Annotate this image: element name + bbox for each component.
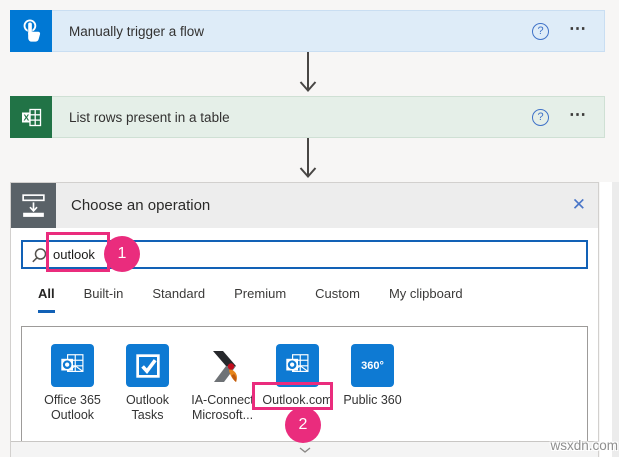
panel-title: Choose an operation (71, 197, 211, 214)
tab-standard[interactable]: Standard (152, 286, 206, 301)
ellipsis-menu-icon[interactable]: ⋯ (569, 19, 588, 38)
search-icon (32, 248, 47, 263)
help-icon[interactable]: ? (532, 23, 549, 40)
tab-custom[interactable]: Custom (315, 286, 360, 301)
tab-built-in[interactable]: Built-in (83, 286, 124, 301)
scrollbar-track[interactable] (612, 182, 619, 457)
watermark: wsxdn.com (550, 438, 618, 453)
tab-premium[interactable]: Premium (234, 286, 287, 301)
annotation-step-1: 1 (104, 236, 140, 272)
help-icon[interactable]: ? (532, 109, 549, 126)
annotation-step-2: 2 (285, 407, 321, 443)
chevron-down-icon (299, 446, 310, 453)
expand-results-bar[interactable] (11, 441, 598, 457)
panel-header (11, 183, 598, 228)
search-input[interactable] (53, 243, 573, 266)
outlook-icon (276, 344, 319, 387)
connector-label: IA-Connect Microsoft... (191, 393, 254, 422)
tab-all[interactable]: All (38, 286, 55, 313)
connector-public-360[interactable]: 360° Public 360 (335, 344, 410, 441)
annotation-box-outlook-com (252, 382, 333, 410)
connector-label: Public 360 (343, 393, 402, 407)
outlook-icon (51, 344, 94, 387)
touch-icon (10, 10, 52, 52)
connector-arrow-down (299, 52, 317, 93)
flow-step-list-rows[interactable]: X List rows present in a table ? ⋯ (10, 96, 605, 138)
tab-my-clipboard[interactable]: My clipboard (388, 286, 463, 301)
connector-category-tabs: All Built-in Standard Premium Custom My … (38, 286, 463, 313)
annotation-box-search-term (46, 232, 110, 272)
ellipsis-menu-icon[interactable]: ⋯ (569, 105, 588, 124)
connector-label: Outlook Tasks (125, 393, 170, 422)
public-360-icon: 360° (351, 344, 394, 387)
connector-arrow-down (299, 138, 317, 179)
ia-connect-icon (201, 344, 244, 387)
connector-label: Office 365 Outlook (44, 393, 101, 422)
connector-outlook-tasks[interactable]: Outlook Tasks (110, 344, 185, 441)
close-icon[interactable]: ✕ (571, 195, 586, 214)
step-title: Manually trigger a flow (69, 23, 205, 39)
excel-icon: X (10, 96, 52, 138)
connector-ia-connect[interactable]: IA-Connect Microsoft... (185, 344, 260, 441)
connector-office-365-outlook[interactable]: Office 365 Outlook (35, 344, 110, 441)
tasks-icon (126, 344, 169, 387)
connector-label: Outlook.com (262, 393, 333, 407)
insert-step-icon (11, 183, 56, 228)
connector-outlook-com[interactable]: Outlook.com (260, 344, 335, 441)
step-title: List rows present in a table (69, 109, 230, 125)
flow-step-manual-trigger[interactable]: Manually trigger a flow ? ⋯ (10, 10, 605, 52)
svg-text:X: X (23, 112, 29, 122)
